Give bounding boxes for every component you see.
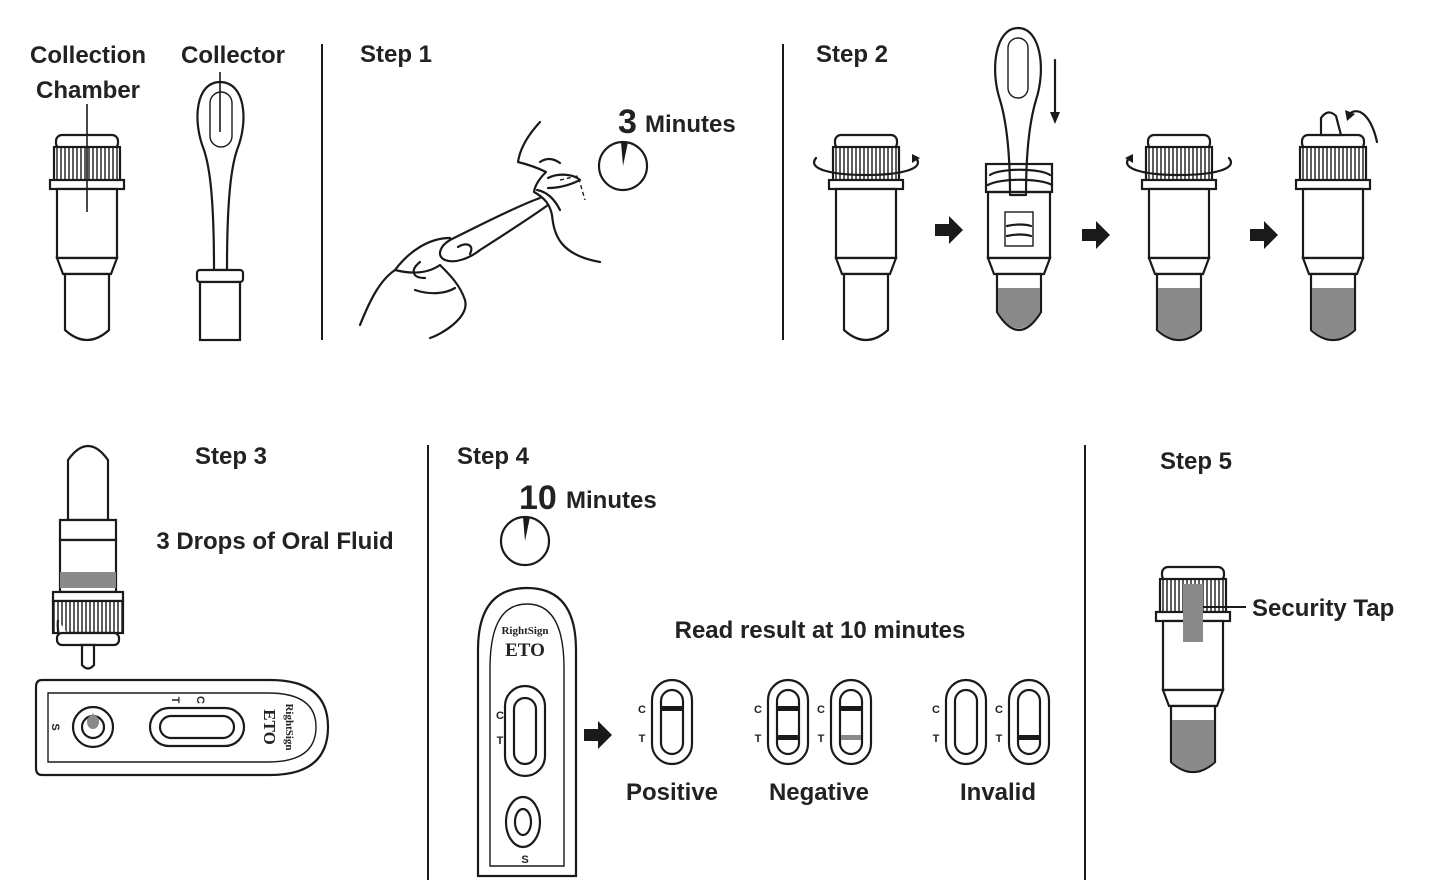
chamber-closed-illustration — [1125, 133, 1233, 342]
test-cassette-horizontal: S T C RightSign ETO — [34, 678, 330, 777]
inverted-chamber-illustration — [51, 444, 125, 692]
brand-name: RightSign — [501, 625, 548, 637]
invalid-label: Invalid — [960, 779, 1036, 806]
negative-label: Negative — [769, 779, 869, 806]
step-4-panel: Step 4 10 Minutes RightSign ETO C T S Re… — [457, 443, 1051, 878]
control-line-mark: C — [817, 704, 825, 716]
step-4-timer-number: 10 — [519, 479, 557, 517]
timer-icon — [597, 140, 649, 192]
sealed-chamber-illustration — [1154, 565, 1232, 774]
chamber-cap-open-illustration — [1294, 110, 1379, 342]
control-line-mark: C — [638, 704, 646, 716]
test-line-mark: T — [639, 733, 646, 745]
test-line-mark: T — [169, 697, 181, 704]
timer-icon — [499, 515, 551, 567]
dividers — [321, 44, 1086, 880]
arrow-right-icon — [584, 721, 612, 749]
result-invalid: C T C T Invalid — [932, 678, 1051, 806]
chamber-open-illustration — [812, 133, 920, 342]
test-line-mark: T — [996, 733, 1003, 745]
test-line-mark: T — [497, 735, 504, 747]
oral-swab-illustration — [358, 120, 602, 340]
step-1-timer-unit: Minutes — [645, 111, 736, 138]
collector-in-chamber-illustration — [984, 26, 1060, 331]
step-3-panel: Step 3 3 Drops of Oral Fluid S T C — [34, 443, 394, 777]
control-line-mark: C — [496, 710, 504, 722]
step-4-timer-unit: Minutes — [566, 487, 657, 514]
test-line-mark: T — [755, 733, 762, 745]
test-line-mark: T — [933, 733, 940, 745]
control-line-mark: C — [932, 704, 940, 716]
collector-label: Collector — [181, 42, 285, 69]
arrow-right-icon — [1082, 221, 1110, 249]
collector-illustration — [195, 72, 245, 342]
result-positive: C T Positive — [626, 678, 718, 806]
collection-chamber-label: Collection — [30, 42, 146, 69]
brand-name: RightSign — [283, 703, 295, 750]
test-cassette-vertical: RightSign ETO C T S — [476, 586, 578, 878]
step-1-title: Step 1 — [360, 41, 432, 68]
security-tap-label: Security Tap — [1252, 595, 1394, 622]
control-line-mark: C — [995, 704, 1003, 716]
step-1-timer-number: 3 — [618, 103, 637, 141]
step-2-title: Step 2 — [816, 41, 888, 68]
components-panel: Collection Chamber Collector — [30, 42, 285, 342]
arrow-right-icon — [1250, 221, 1278, 249]
step-2-panel: Step 2 — [812, 26, 1379, 342]
result-negative: C T C T Negative — [754, 678, 873, 806]
model-name: ETO — [505, 640, 545, 661]
positive-label: Positive — [626, 779, 718, 806]
sample-mark: S — [49, 723, 61, 730]
step-5-title: Step 5 — [1160, 448, 1232, 475]
step-5-panel: Step 5 Security Tap — [1154, 448, 1394, 774]
read-result-instruction: Read result at 10 minutes — [675, 617, 966, 644]
collection-chamber-label-2: Chamber — [36, 77, 140, 104]
step-3-title: Step 3 — [195, 443, 267, 470]
control-line-mark: C — [194, 696, 206, 704]
sample-mark: S — [521, 854, 528, 866]
test-line-mark: T — [818, 733, 825, 745]
step-3-instruction: 3 Drops of Oral Fluid — [156, 528, 393, 555]
step-1-panel: Step 1 3 Minutes — [358, 41, 736, 340]
control-line-mark: C — [754, 704, 762, 716]
model-name: ETO — [260, 709, 279, 745]
arrow-right-icon — [935, 216, 963, 244]
step-4-title: Step 4 — [457, 443, 530, 470]
